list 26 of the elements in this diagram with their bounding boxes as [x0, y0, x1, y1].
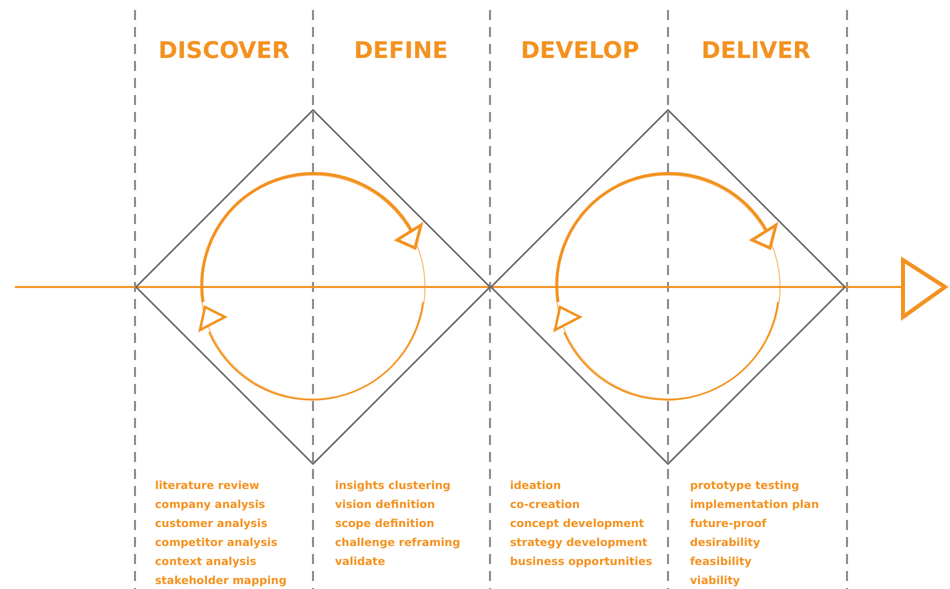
- activity-text: viability: [690, 573, 741, 589]
- activity-text: strategy development: [510, 535, 648, 551]
- activity-text: insights clustering: [335, 478, 452, 494]
- activity-text: context analysis: [155, 554, 258, 570]
- activity-text: ideation: [510, 478, 562, 494]
- activity-text: vision definition: [335, 497, 436, 513]
- activity-text: desirability: [690, 535, 762, 551]
- activity-text: customer analysis: [155, 516, 268, 532]
- activity-text: stakeholder mapping: [155, 573, 287, 589]
- activity-text: company analysis: [155, 497, 266, 513]
- phase-heading: DELIVER: [700, 38, 812, 64]
- activity-text: prototype testing: [690, 478, 800, 494]
- activity-text: co-creation: [510, 497, 581, 513]
- phase-heading: DISCOVER: [157, 38, 291, 64]
- activity-text: implementation plan: [690, 497, 819, 513]
- phase-heading: DEVELOP: [520, 38, 640, 64]
- activity-text: challenge reframing: [335, 535, 460, 551]
- activity-text: scope definition: [335, 516, 436, 532]
- activity-text: future-proof: [690, 516, 768, 532]
- phase-heading: DEFINE: [352, 38, 450, 64]
- activity-text: concept development: [510, 516, 646, 532]
- activity-text: literature review: [155, 478, 260, 494]
- activity-text: business opportunities: [510, 554, 652, 570]
- activity-text: validate: [335, 554, 386, 570]
- activity-text: competitor analysis: [155, 535, 278, 551]
- activity-text: feasibility: [690, 554, 753, 570]
